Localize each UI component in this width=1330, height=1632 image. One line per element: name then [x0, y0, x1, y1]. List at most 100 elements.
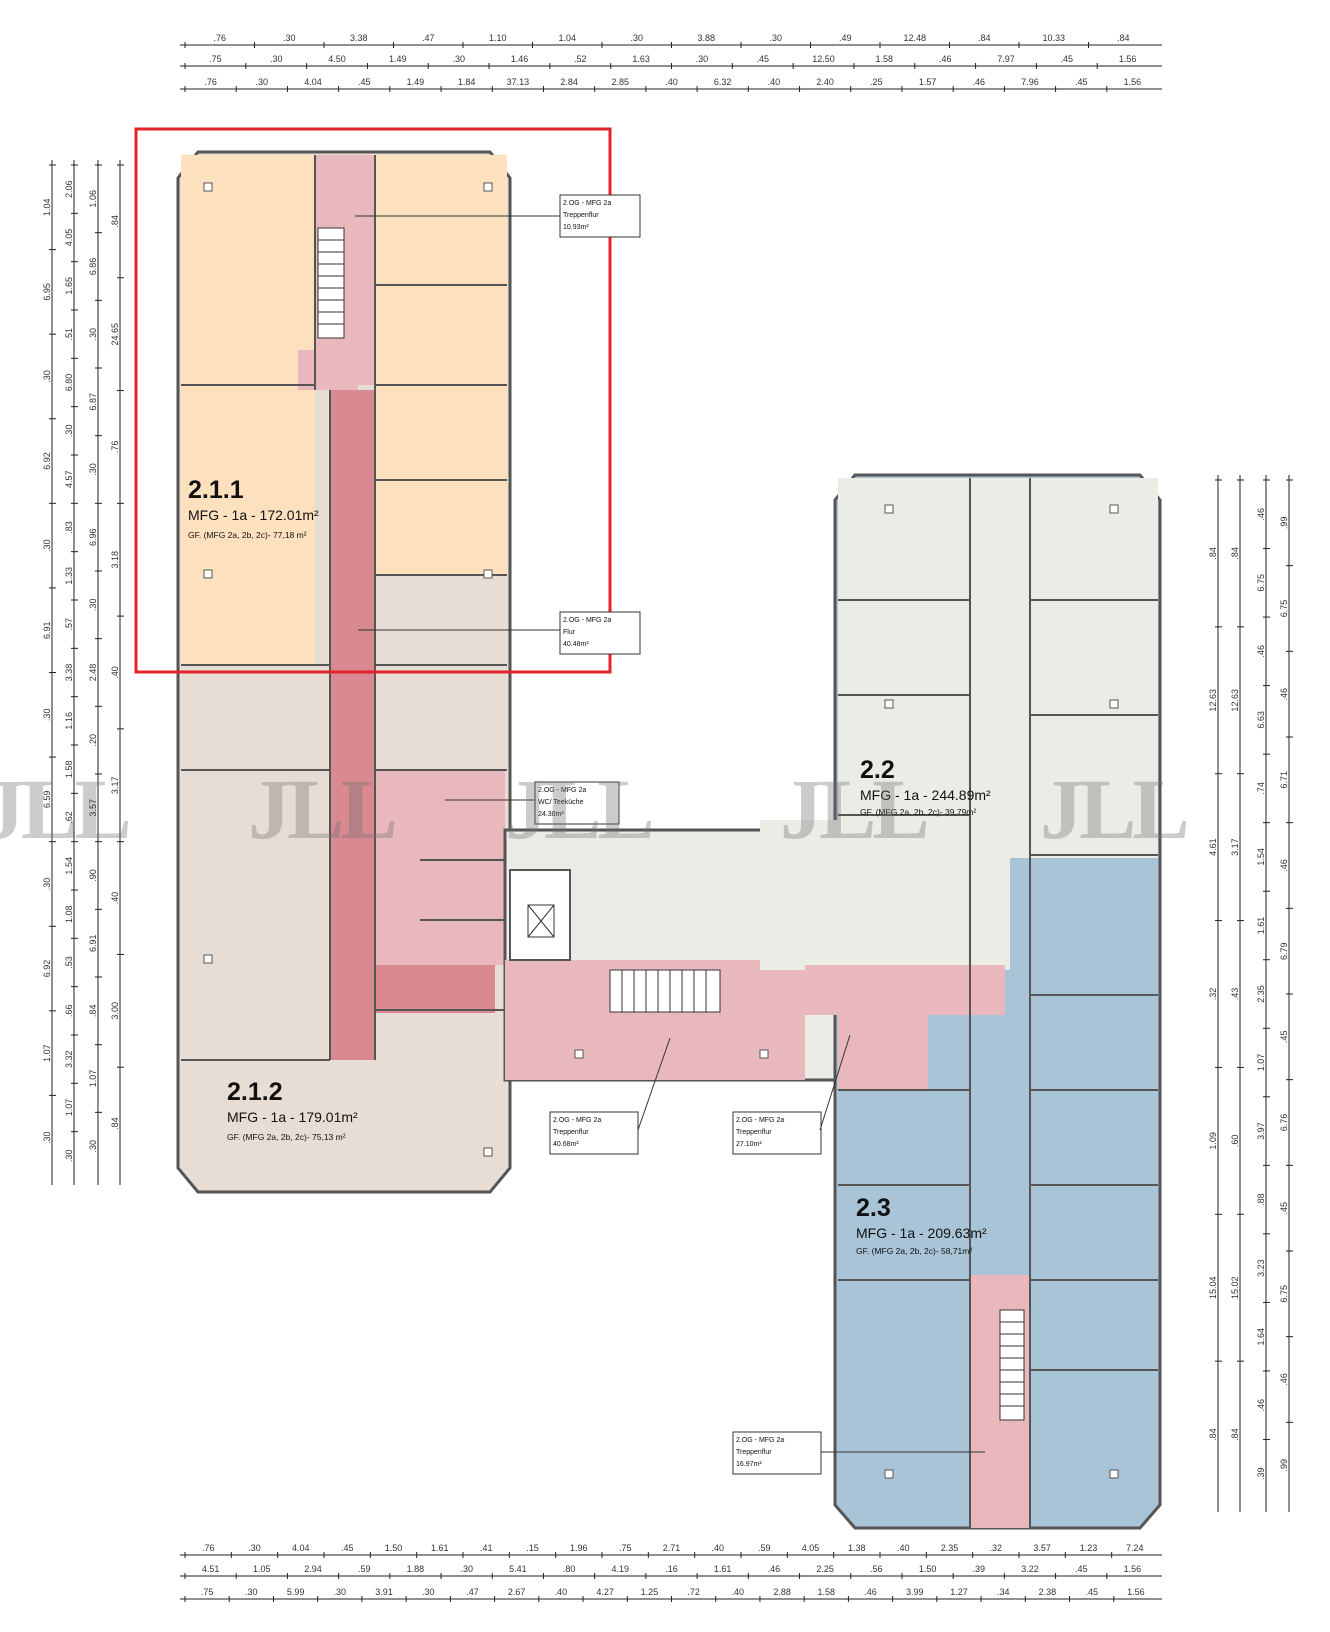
dimension-value: .32: [990, 1543, 1003, 1553]
unit-area: MFG - 1a - 172.01m²: [188, 507, 319, 523]
unit-area: MFG - 1a - 179.01m²: [227, 1109, 358, 1125]
dimension-value: 5.41: [509, 1564, 527, 1574]
dimension-value: 6.75: [1279, 1285, 1289, 1303]
dimension-value: 2.84: [560, 77, 578, 87]
room-211-a: [181, 155, 315, 385]
watermark-text-2: JLL: [248, 761, 394, 857]
dimension-value: .40: [897, 1543, 910, 1553]
dimension-value: 6.95: [42, 283, 52, 301]
stair-north: [317, 227, 345, 339]
dimension-value: 4.50: [328, 54, 346, 64]
dimension-value: 12.63: [1208, 689, 1218, 712]
dimension-value: 2.40: [816, 77, 834, 87]
label-area: 16.97m²: [736, 1461, 762, 1468]
dimension-value: .76: [214, 33, 227, 43]
dimension-value: .40: [665, 77, 678, 87]
room-211-c: [375, 155, 507, 575]
label-room: WC/ Teeküche: [538, 799, 583, 806]
dimension-value: 6.96: [88, 528, 98, 546]
label-room: Flur: [563, 629, 576, 636]
dimension-value: .34: [997, 1587, 1010, 1597]
dimension-value: 4.04: [292, 1543, 310, 1553]
dimension-value: 4.19: [612, 1564, 630, 1574]
dimension-value: .30: [334, 1587, 347, 1597]
dimension-value: .46: [1279, 688, 1289, 701]
dimension-value: 1.58: [818, 1587, 836, 1597]
dimension-value: 1.49: [389, 54, 407, 64]
dimension-value: .40: [768, 77, 781, 87]
dimension-value: .15: [526, 1543, 539, 1553]
unit-22-link: [760, 820, 1010, 970]
watermark-text-3: JLL: [505, 761, 651, 857]
dimension-value: .47: [466, 1587, 479, 1597]
dimension-value: .90: [88, 869, 98, 882]
dimension-value: 6.86: [88, 258, 98, 276]
dimension-value: 7.24: [1126, 1543, 1144, 1553]
dimension-value: 4.57: [64, 470, 74, 488]
dimension-value: .84: [1208, 547, 1218, 560]
dimension-value: 2.38: [1039, 1587, 1057, 1597]
dimension-value: 2.06: [64, 180, 74, 198]
dimension-value: 1.57: [919, 77, 937, 87]
dimension-value: 3.97: [1256, 1122, 1266, 1140]
label-treppenflur-center: 2.OG - MFG 2a Treppenflur 40.68m²: [549, 1037, 671, 1155]
dimension-value: .75: [201, 1587, 214, 1597]
label-title: 2.OG - MFG 2a: [563, 200, 611, 207]
dimension-value: 1.54: [1256, 848, 1266, 866]
dimension-value: 12.48: [904, 33, 927, 43]
dimension-value: 2.35: [941, 1543, 959, 1553]
label-title: 2.OG - MFG 2a: [736, 1117, 784, 1124]
unit-212: 2.1.2 MFG - 1a - 179.01m² GF. (MFG 2a, 2…: [227, 1078, 358, 1142]
dimension-value: 1.56: [1127, 1587, 1145, 1597]
dimension-value: 5.99: [287, 1587, 305, 1597]
dimension-value: 24.65: [110, 323, 120, 346]
wc-area: [375, 770, 505, 965]
dimension-value: .62: [64, 811, 74, 824]
watermark-text-5: JLL: [1040, 761, 1186, 857]
dimension-value: .40: [712, 1543, 725, 1553]
dimension-value: .84: [88, 1005, 98, 1018]
dimension-value: 10.33: [1043, 33, 1066, 43]
dimension-value: 3.99: [906, 1587, 924, 1597]
dimension-value: 15.02: [1230, 1276, 1240, 1299]
dimension-value: 3.57: [1033, 1543, 1051, 1553]
dimension-value: 1.07: [64, 1099, 74, 1117]
unit-number: 2.2: [860, 756, 895, 784]
label-room: Treppenflur: [563, 212, 599, 219]
label-title: 2.OG - MFG 2a: [563, 617, 611, 624]
label-wc-teekueche: 2.OG - MFG 2a WC/ Teeküche 24.30m²: [445, 781, 620, 825]
dimension-value: .30: [248, 1543, 261, 1553]
dimension-value: 1.08: [64, 905, 74, 923]
unit-area: MFG - 1a - 244.89m²: [860, 787, 991, 803]
dimension-value: 1.07: [1256, 1054, 1266, 1072]
dimension-value: 6.75: [1256, 574, 1266, 592]
east-wc: [838, 1010, 928, 1090]
label-treppenflur-north: 2.OG - MFG 2a Treppenflur 10.93m²: [355, 194, 641, 238]
dimension-value: 1.84: [458, 77, 476, 87]
columns: [203, 182, 1119, 1479]
dimension-value: 2.67: [508, 1587, 526, 1597]
dimension-value: .83: [64, 521, 74, 534]
unit-gf: GF. (MFG 2a, 2b, 2c)- 75,13 m²: [227, 1132, 346, 1142]
elevator-icon: [527, 904, 555, 938]
dimension-value: 3.38: [64, 664, 74, 682]
dimension-value: 4.27: [596, 1587, 614, 1597]
dimension-value: .46: [1256, 1399, 1266, 1412]
dimension-value: 6.79: [1279, 942, 1289, 960]
dimension-value: 1.23: [1080, 1543, 1098, 1553]
dimension-value: 4.05: [802, 1543, 820, 1553]
dimension-value: 12.50: [812, 54, 835, 64]
dimension-value: 2.88: [773, 1587, 791, 1597]
dimension-value: 4.04: [304, 77, 322, 87]
unit-number: 2.1.2: [227, 1078, 283, 1106]
dimension-value: .45: [1061, 54, 1074, 64]
unit-23: 2.3 MFG - 1a - 209.63m² GF. (MFG 2a, 2b,…: [856, 1194, 987, 1256]
dimension-value: .46: [1256, 645, 1266, 658]
dimension-value: .72: [687, 1587, 700, 1597]
dimension-value: .32: [1208, 988, 1218, 1001]
dimension-value: .46: [1279, 859, 1289, 872]
dimension-value: .46: [768, 1564, 781, 1574]
dimension-value: .84: [1230, 547, 1240, 560]
dimension-value: .30: [452, 54, 465, 64]
dimension-value: .49: [839, 33, 852, 43]
